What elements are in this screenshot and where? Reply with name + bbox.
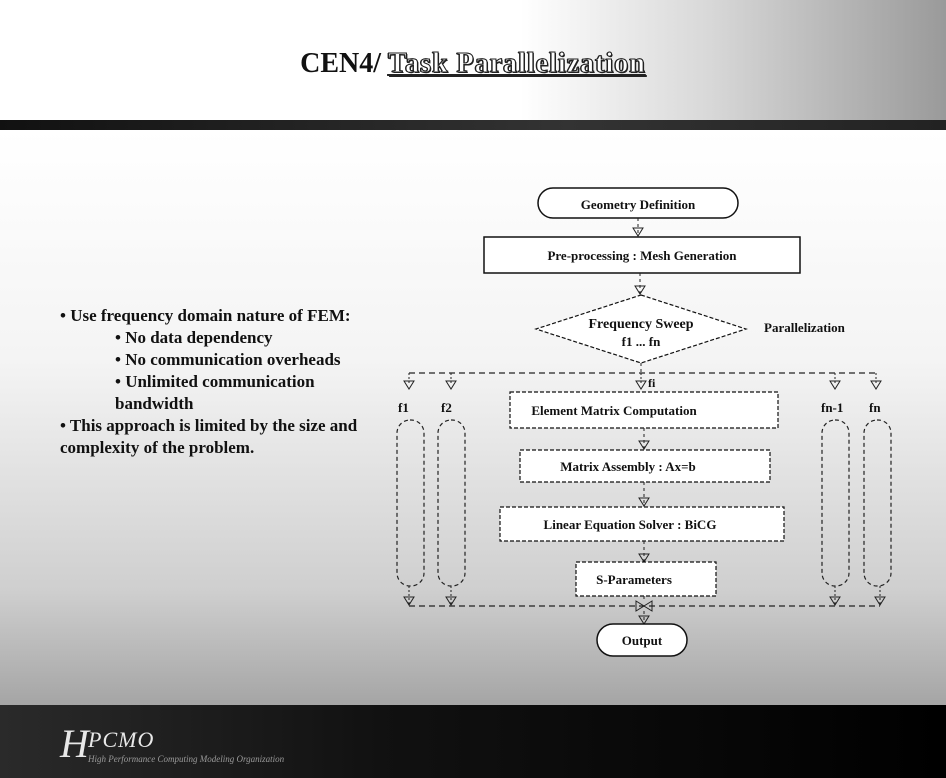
label-fn1: fn-1 bbox=[821, 400, 843, 415]
element-matrix-node bbox=[509, 391, 779, 429]
label-fi: fi bbox=[648, 376, 656, 390]
label-f1: f1 bbox=[398, 400, 409, 415]
title-divider bbox=[0, 120, 946, 130]
matrix-assembly-label: Matrix Assembly : Ax=b bbox=[560, 459, 696, 474]
footer bbox=[0, 705, 946, 778]
bullet-main: • Use frequency domain nature of FEM: bbox=[60, 306, 351, 325]
label-f2: f2 bbox=[441, 400, 452, 415]
title-main: Task Parallelization bbox=[388, 48, 646, 80]
arrow-f1 bbox=[403, 380, 415, 390]
footer-subtitle: High Performance Computing Modeling Orga… bbox=[88, 754, 285, 764]
merge-arrow-f2 bbox=[445, 596, 457, 606]
solver-label: Linear Equation Solver : BiCG bbox=[544, 517, 717, 532]
footer-logo: H bbox=[60, 721, 89, 766]
title-area: CEN4/ Task Parallelization bbox=[0, 0, 946, 120]
bullet-sub-3: • Unlimited communication bandwidth bbox=[115, 372, 315, 413]
sweep-label-2: f1 ... fn bbox=[622, 334, 661, 349]
column-fn1 bbox=[821, 419, 850, 587]
output-label: Output bbox=[622, 633, 663, 648]
bullet-sub-1: • No data dependency bbox=[115, 328, 273, 347]
content-area bbox=[0, 130, 946, 705]
arrow-2 bbox=[634, 285, 646, 295]
parallelization-label: Parallelization bbox=[764, 320, 846, 335]
arrow-fn bbox=[870, 380, 882, 390]
arrow-4 bbox=[638, 440, 650, 450]
column-f2 bbox=[437, 419, 466, 587]
output-node bbox=[596, 623, 688, 657]
column-fn bbox=[863, 419, 892, 587]
sparams-label: S-Parameters bbox=[596, 572, 672, 587]
sweep-label-1: Frequency Sweep bbox=[588, 317, 693, 332]
bullet-sub-2: • No communication overheads bbox=[115, 350, 341, 369]
merge-junction bbox=[635, 600, 653, 612]
geometry-label: Geometry Definition bbox=[581, 197, 696, 212]
footer-org: PCMO bbox=[88, 727, 155, 752]
frequency-sweep-node bbox=[534, 294, 748, 364]
bullet-list: • Use frequency domain nature of FEM: • … bbox=[60, 305, 360, 459]
merge-arrow-f1 bbox=[403, 596, 415, 606]
arrow-fn1 bbox=[829, 380, 841, 390]
solver-node bbox=[499, 506, 785, 542]
sparams-node bbox=[575, 561, 717, 597]
title-prefix: CEN4/ bbox=[300, 48, 382, 79]
merge-arrow-fn1 bbox=[829, 596, 841, 606]
arrow-8 bbox=[638, 615, 650, 625]
arrow-f2 bbox=[445, 380, 457, 390]
column-f1 bbox=[396, 419, 425, 587]
arrow-6 bbox=[638, 553, 650, 563]
matrix-assembly-node bbox=[519, 449, 771, 483]
slide-title: CEN4/ Task Parallelization bbox=[0, 48, 946, 80]
preprocessing-label: Pre-processing : Mesh Generation bbox=[547, 248, 737, 263]
arrow-1 bbox=[632, 227, 644, 237]
arrow-fi bbox=[635, 380, 647, 390]
preprocessing-node bbox=[483, 236, 801, 274]
bullet-limit: • This approach is limited by the size a… bbox=[60, 416, 358, 457]
label-fn: fn bbox=[869, 400, 881, 415]
element-matrix-label: Element Matrix Computation bbox=[531, 403, 697, 418]
merge-arrow-fn bbox=[874, 596, 886, 606]
arrow-5 bbox=[638, 497, 650, 507]
